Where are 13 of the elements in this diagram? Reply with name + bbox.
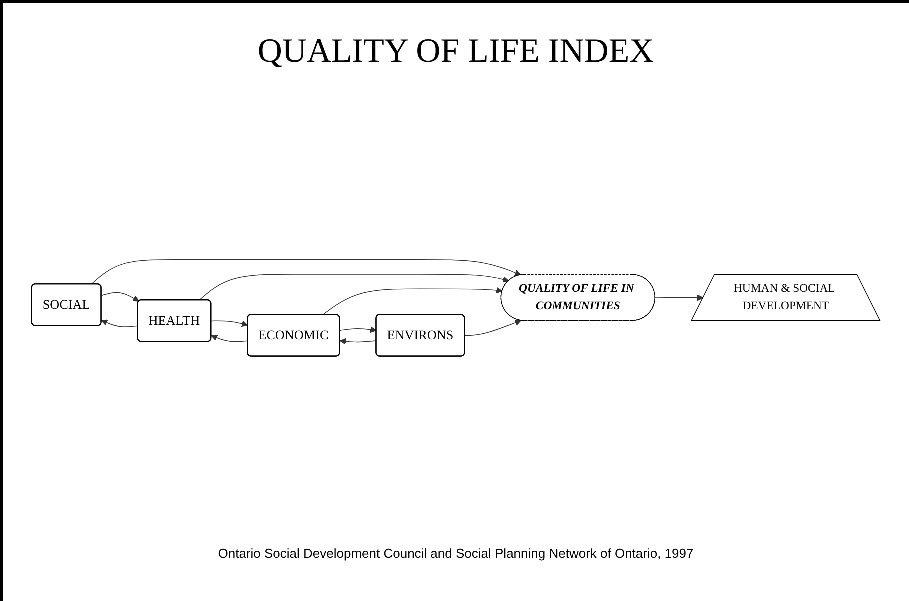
caption: Ontario Social Development Council and Social Planning Network of Ontario, 1997 [218,546,694,561]
arrow [91,260,522,286]
arrow [655,295,704,302]
arrow [464,320,522,337]
arrow [199,274,510,302]
arrow [340,338,377,346]
arrow [101,320,139,328]
arrow [322,288,503,316]
arrow [101,292,140,302]
arrow [340,327,377,334]
diagram-title: QUALITY OF LIFE INDEX [258,33,654,71]
arrow [211,321,248,328]
arrow [211,335,248,343]
